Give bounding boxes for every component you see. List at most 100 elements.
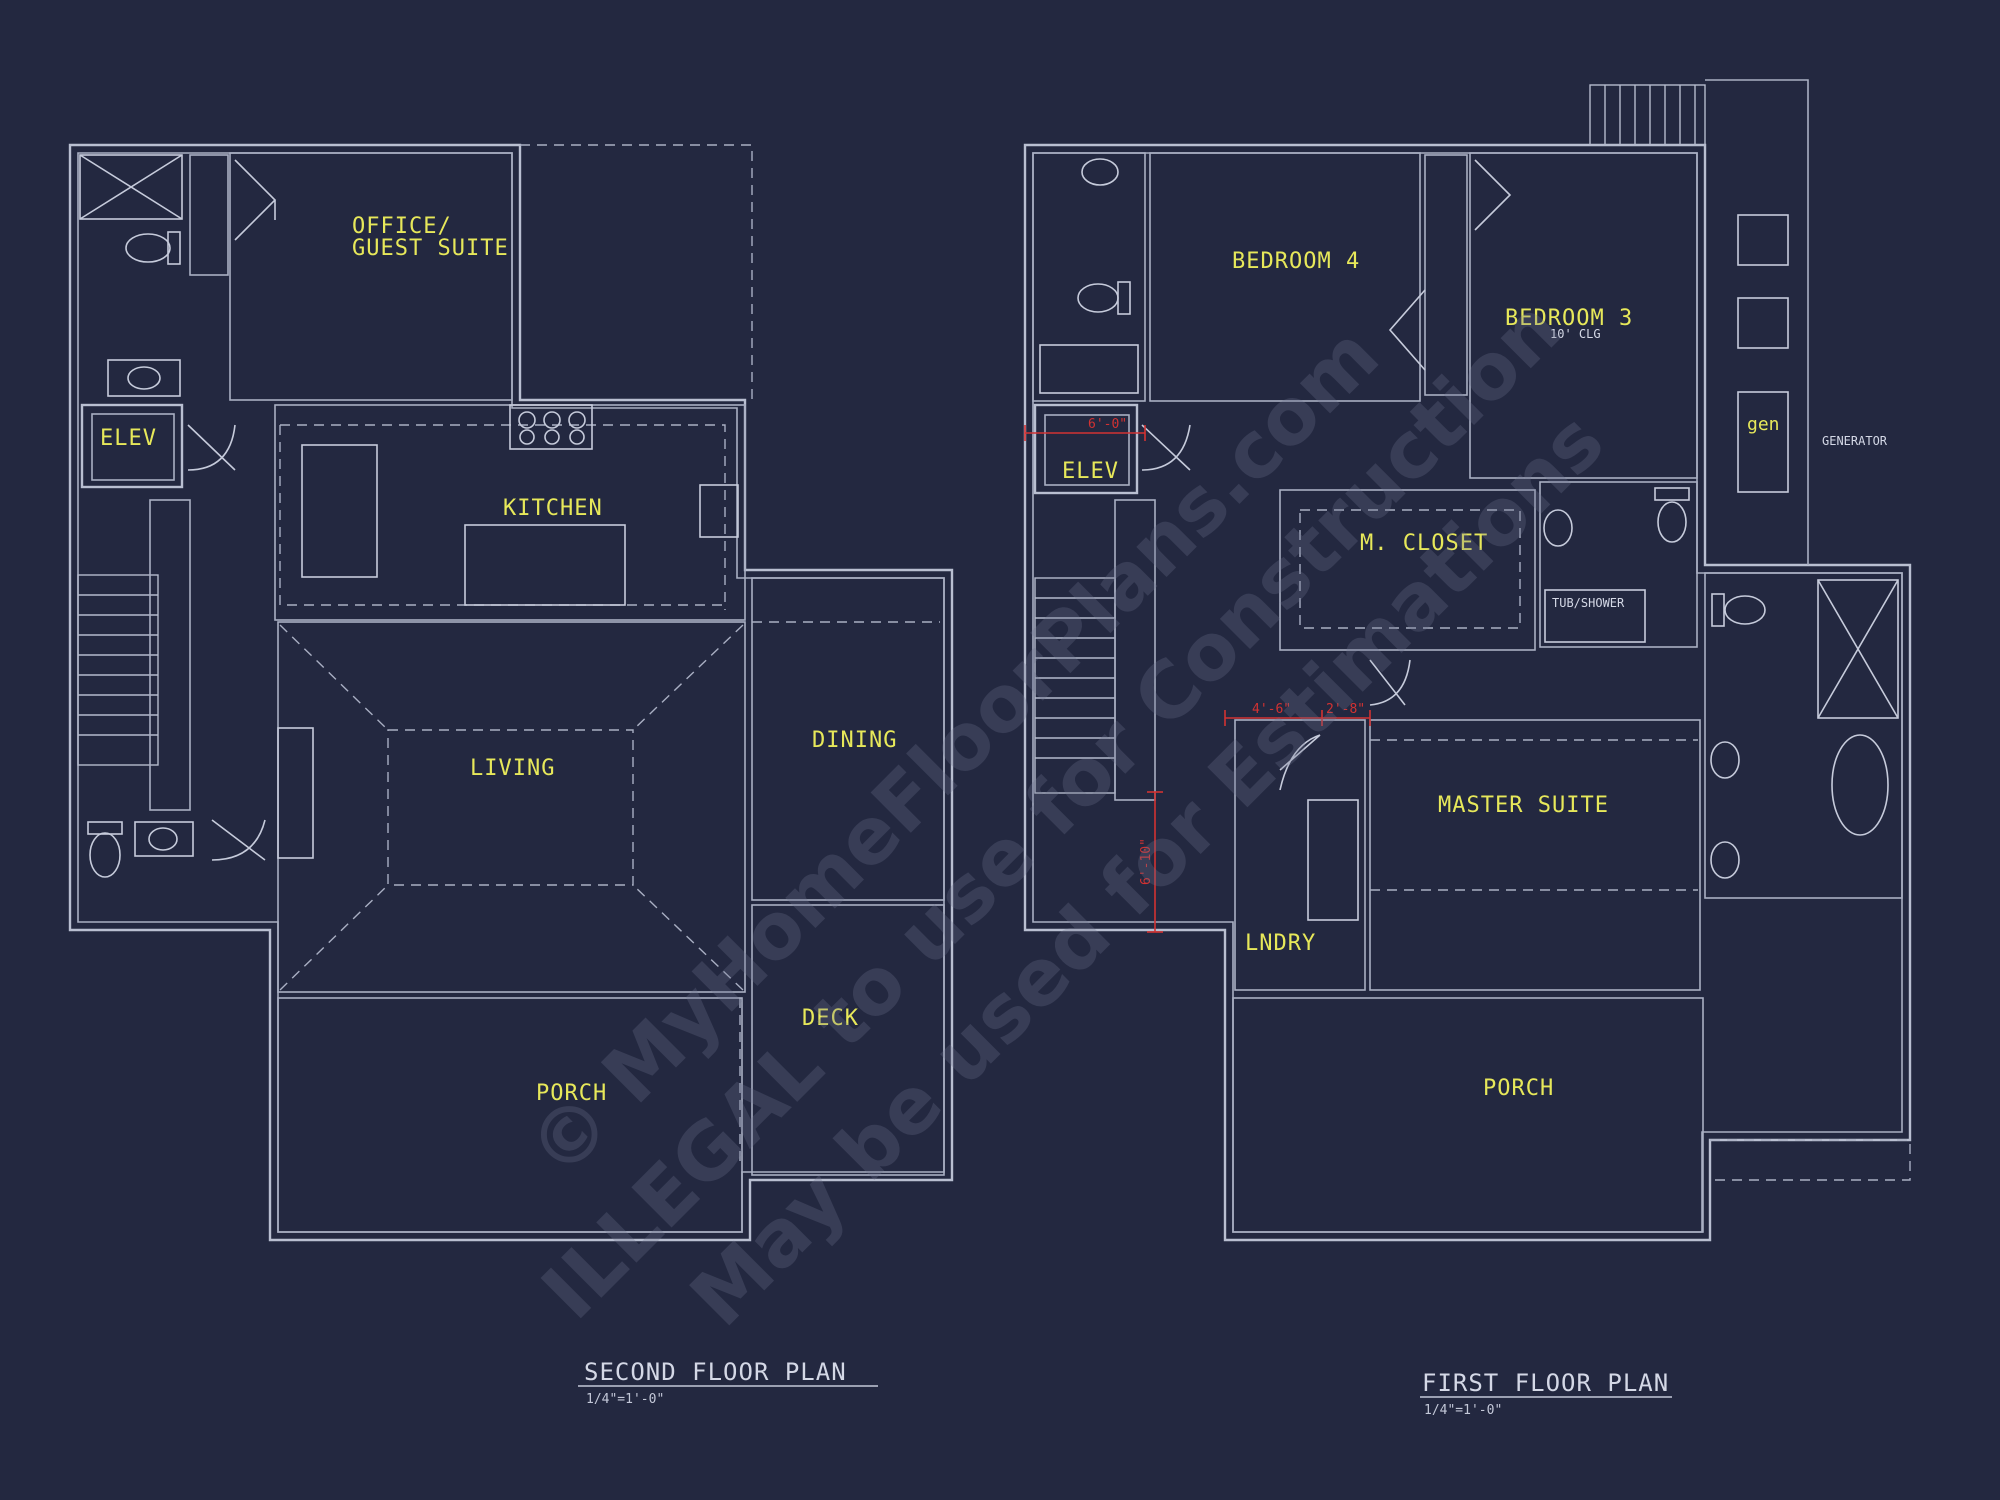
shower-drain-x	[79, 154, 183, 220]
label-gen: gen	[1747, 414, 1780, 435]
living-room	[277, 621, 746, 993]
stair-well-2f	[149, 499, 191, 811]
hvac-unit-1	[1737, 214, 1789, 266]
master-toilet-tank	[1711, 593, 1725, 627]
laundry-door	[1279, 734, 1321, 791]
sink-bed4	[1081, 158, 1119, 186]
master-shower	[1817, 579, 1899, 719]
stair-treads-2f	[78, 594, 158, 736]
master-suite-room	[1369, 719, 1701, 991]
label-bedroom4: BEDROOM 4	[1232, 249, 1360, 274]
master-tub	[1831, 734, 1889, 836]
label-master-closet: M. CLOSET	[1360, 531, 1488, 556]
label-dining: DINING	[812, 728, 897, 753]
generator-unit	[1737, 391, 1789, 493]
deck	[751, 904, 945, 1176]
first-floor-title: FIRST FLOOR PLAN	[1422, 1369, 1669, 1397]
living-coffer-diagonals	[279, 624, 744, 991]
tub-bed4	[1039, 344, 1139, 394]
stair-well-1f	[1114, 499, 1156, 801]
master-toilet	[1724, 595, 1766, 625]
hvac-unit-2	[1737, 297, 1789, 349]
dimension-elev-text: 6'-0"	[1088, 417, 1127, 432]
kitchen-sink	[699, 484, 739, 538]
fireplace	[277, 727, 314, 859]
bedroom3-room	[1469, 152, 1698, 479]
label-laundry: LNDRY	[1245, 931, 1316, 956]
vanity-upper	[107, 359, 181, 397]
elevator-car-2f	[91, 413, 175, 481]
dimension-laundry-text: 6'-10"	[1139, 838, 1154, 885]
bedroom4-room	[1149, 152, 1421, 402]
elevator-door-swing-1f	[1141, 424, 1191, 471]
label-office-line2: GUEST SUITE	[352, 236, 509, 261]
laundry-room	[1234, 719, 1366, 991]
elevator-door-swing-2f	[187, 424, 236, 471]
toilet-tank-lower	[87, 821, 123, 835]
dimension-laundry: 6'-10"	[1139, 791, 1163, 933]
label-elev-2f: ELEV	[100, 426, 157, 451]
master-sink-2	[1710, 841, 1740, 879]
master-bath	[1704, 572, 1903, 899]
kitchen-island	[464, 524, 626, 606]
first-floor-scale: 1/4"=1'-0"	[1424, 1403, 1502, 1418]
label-office-line1: OFFICE/	[352, 214, 452, 239]
label-elev-1f: ELEV	[1062, 459, 1119, 484]
kitchen-fridge-nook	[301, 444, 378, 578]
generator-yard	[1705, 79, 1809, 565]
toilet-bed4	[1077, 283, 1119, 313]
sink-bed3	[1543, 509, 1573, 547]
stair-2f	[77, 574, 159, 766]
bath-bedroom3	[1539, 481, 1698, 648]
generator-stair-treads	[1604, 85, 1696, 145]
range-burners	[518, 411, 586, 445]
closet-door-swing	[234, 159, 277, 241]
second-floor-plan: OFFICE/ GUEST SUITE ELEV KITCHEN LIVING …	[68, 143, 954, 1407]
master-closet-door	[1369, 659, 1411, 706]
toilet-tank-bed3	[1654, 487, 1690, 501]
label-kitchen: KITCHEN	[503, 496, 603, 521]
vanity-lower	[134, 821, 194, 857]
dimension-hall-a-text: 4'-6"	[1252, 702, 1291, 717]
range-cooktop	[509, 404, 593, 450]
first-floor-plan: 6'-0" 4'-6" 2'-8" 6'-10" BEDROOM 4 BEDRO…	[1023, 79, 1912, 1418]
master-closet	[1279, 489, 1536, 651]
dimension-hall: 4'-6" 2'-8"	[1224, 702, 1371, 726]
elevator-shaft-2f	[80, 403, 184, 489]
elevator-shaft-1f	[1033, 403, 1139, 495]
porch-1f-dash	[1710, 1139, 1911, 1181]
master-closet-shelving	[1299, 509, 1521, 629]
label-bedroom3: BEDROOM 3	[1505, 306, 1633, 331]
label-bedroom3-ceiling: 10' CLG	[1550, 327, 1601, 341]
master-suite-ceiling-dash	[1370, 739, 1698, 891]
label-master-suite: MASTER SUITE	[1438, 793, 1609, 818]
laundry-washer	[1307, 799, 1359, 921]
bedroom3-closet-doors	[1388, 159, 1512, 371]
bath-bedroom4	[1032, 152, 1146, 402]
office-closet	[189, 154, 229, 276]
bedroom3-closet	[1424, 154, 1468, 396]
porch-1f	[1232, 997, 1704, 1233]
label-living: LIVING	[470, 756, 555, 781]
toilet-tank-upper	[167, 231, 181, 265]
dining-room	[751, 577, 945, 901]
sink-upper	[127, 366, 161, 390]
elevator-car-1f	[1044, 414, 1130, 486]
toilet-tank-bed4	[1117, 281, 1131, 315]
dimension-elev: 6'-0"	[1024, 417, 1146, 441]
master-shower-x	[1817, 579, 1899, 719]
shower-stall	[79, 154, 183, 220]
porch-2f	[277, 997, 743, 1233]
stair-treads-1f	[1035, 597, 1115, 759]
label-generator: GENERATOR	[1822, 434, 1888, 448]
label-porch-1f: PORCH	[1483, 1076, 1554, 1101]
second-floor-title: SECOND FLOOR PLAN	[584, 1358, 847, 1386]
dimension-hall-b-text: 2'-8"	[1326, 702, 1365, 717]
tub-shower	[1544, 589, 1646, 643]
label-deck: DECK	[802, 1006, 859, 1031]
open-to-below-outline	[520, 144, 753, 400]
generator-stair	[1589, 84, 1706, 146]
second-floor-exterior-wall	[68, 143, 954, 1242]
living-coffer-inner	[387, 729, 634, 886]
